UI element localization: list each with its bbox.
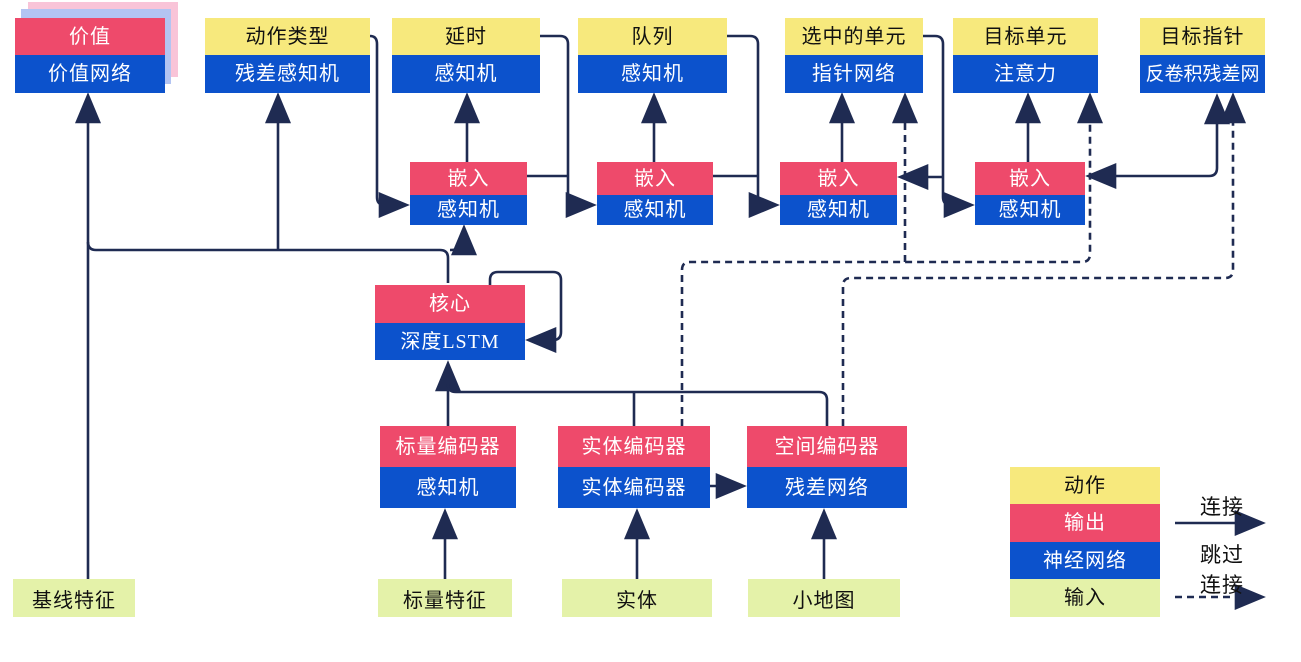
value-top-label: 价值 [15,18,165,55]
selected-units-bottom-label: 指针网络 [785,55,923,93]
legend-connection-label: 连接 [1200,495,1244,519]
selected-units-top-label: 选中的单元 [785,18,923,55]
skip-spatialenc-to-targetpointer [841,92,1246,426]
action-type-top-label: 动作类型 [205,18,370,55]
queued-top-label: 队列 [578,18,727,55]
node-delay: 延时 感知机 [392,18,540,93]
legend-network-label: 神经网络 [1010,542,1160,579]
node-embed3: 嵌入 感知机 [780,162,897,225]
node-queued: 队列 感知机 [578,18,727,93]
wire-selected-to-embed4 [923,34,975,218]
embed4-top-label: 嵌入 [975,162,1085,195]
input-scalar-features: 标量特征 [378,579,512,617]
legend-skip-label-1: 跳过 [1200,543,1244,567]
node-selected-units: 选中的单元 指针网络 [785,18,923,93]
wire-queued-to-embed3 [727,34,780,218]
input-minimap: 小地图 [748,579,900,617]
target-pointer-bottom-label: 反卷积残差网 [1140,55,1265,93]
delay-top-label: 延时 [392,18,540,55]
node-core: 核心 深度LSTM [375,285,525,360]
skip-entityenc-to-targetunit [680,92,1103,426]
embed3-top-label: 嵌入 [780,162,897,195]
core-bottom-label: 深度LSTM [375,323,525,360]
wire-actiontype-to-embed1 [369,34,410,218]
input-baseline-features: 基线特征 [13,579,135,617]
embed1-top-label: 嵌入 [410,162,527,195]
scalar-encoder-top-label: 标量编码器 [380,426,516,467]
node-spatial-encoder: 空间编码器 残差网络 [747,426,907,508]
wire-delay-to-embed2 [540,34,597,218]
node-value: 价值 价值网络 [15,18,165,93]
node-embed2: 嵌入 感知机 [597,162,713,225]
legend-skip-label-2: 连接 [1200,573,1244,597]
spatial-encoder-top-label: 空间编码器 [747,426,907,467]
core-top-label: 核心 [375,285,525,323]
wire-embed4-targetpointer [1085,93,1230,189]
node-target-pointer: 目标指针 反卷积残差网 [1140,18,1265,93]
target-pointer-top-label: 目标指针 [1140,18,1265,55]
target-unit-bottom-label: 注意力 [953,55,1098,93]
node-embed4: 嵌入 感知机 [975,162,1085,225]
embed1-bottom-label: 感知机 [410,195,527,225]
input-entities: 实体 [562,579,712,617]
target-unit-top-label: 目标单元 [953,18,1098,55]
scalar-encoder-bottom-label: 感知机 [380,467,516,508]
value-bottom-label: 价值网络 [15,55,165,93]
legend-output-label: 输出 [1010,504,1160,542]
node-action-type: 动作类型 残差感知机 [205,18,370,93]
wire-core-trunk-left [86,241,450,283]
node-entity-encoder: 实体编码器 实体编码器 [558,426,710,508]
action-type-bottom-label: 残差感知机 [205,55,370,93]
queued-bottom-label: 感知机 [578,55,727,93]
wire-core-self-loop [488,270,563,353]
spatial-encoder-bottom-label: 残差网络 [747,467,907,508]
embed2-top-label: 嵌入 [597,162,713,195]
legend-color-stack: 动作 输出 神经网络 输入 [1010,467,1160,617]
embed2-bottom-label: 感知机 [597,195,713,225]
embed3-bottom-label: 感知机 [780,195,897,225]
node-target-unit: 目标单元 注意力 [953,18,1098,93]
delay-bottom-label: 感知机 [392,55,540,93]
wire-trunk-to-embed1 [449,224,477,256]
legend-input-label: 输入 [1010,579,1160,617]
legend-action-label: 动作 [1010,467,1160,504]
entity-encoder-bottom-label: 实体编码器 [558,467,710,508]
wire-encoder-trunk [446,383,829,426]
node-embed1: 嵌入 感知机 [410,162,527,225]
node-scalar-encoder: 标量编码器 感知机 [380,426,516,508]
entity-encoder-top-label: 实体编码器 [558,426,710,467]
embed4-bottom-label: 感知机 [975,195,1085,225]
